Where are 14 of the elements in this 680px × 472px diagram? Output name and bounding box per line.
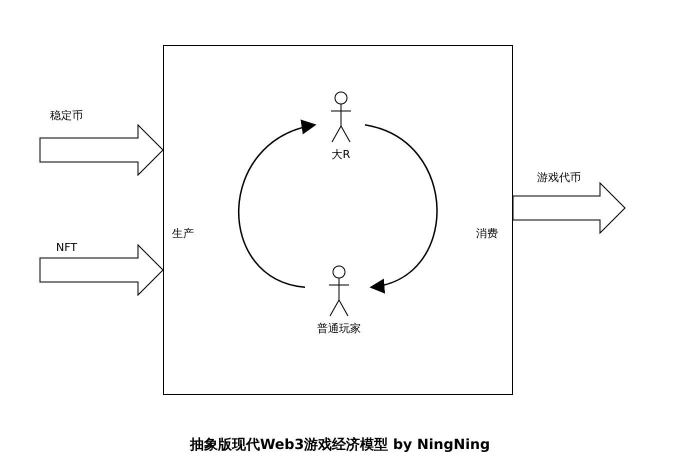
arrow (40, 124, 164, 176)
person-label: 大R (330, 147, 352, 162)
edge-label: 稳定币 (48, 108, 85, 123)
arrow (238, 121, 316, 288)
edge-label: NFT (54, 241, 80, 254)
edge-label: 生产 (170, 226, 196, 241)
edge-label: 消费 (474, 226, 500, 241)
frame-box (163, 45, 513, 395)
diagram-title: 抽象版现代Web3游戏经济模型 by NingNing (188, 436, 492, 454)
arrow (512, 182, 626, 234)
arrow (40, 244, 164, 296)
edge-label: 游戏代币 (535, 170, 583, 185)
arrow (364, 124, 438, 292)
person-label: 普通玩家 (316, 321, 362, 336)
